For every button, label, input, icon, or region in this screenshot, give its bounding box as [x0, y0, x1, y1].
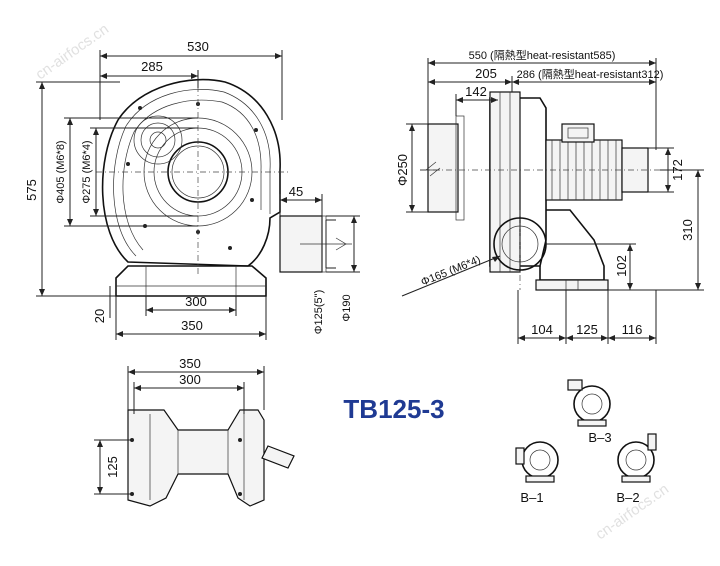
inlet-duct [427, 123, 459, 213]
base-view: 350 300 125 [94, 356, 295, 507]
dim-base-view-depth: 125 [105, 456, 120, 478]
dim-length-inlet: 142 [465, 84, 487, 99]
bolt-holes [126, 102, 258, 250]
orientation-b2: B–2 [616, 433, 657, 505]
dim-base-view-inner: 300 [179, 372, 201, 387]
dim-base-left: 104 [531, 322, 553, 337]
dim-outlet-length: 45 [289, 184, 303, 199]
dim-height-overall: 575 [24, 179, 39, 201]
dim-axis-height: 310 [680, 219, 695, 241]
model-title: TB125-3 [343, 394, 444, 424]
orientation-b3: B–3 [567, 379, 612, 445]
dim-base-view-width: 350 [179, 356, 201, 371]
orientation-label-b1: B–1 [520, 490, 543, 505]
volute-inner-outline [113, 89, 271, 257]
front-view: 530 285 575 Φ405 (M6*8) Φ275 (M6*4) 45 [24, 39, 360, 340]
dim-width-inlet: 285 [141, 59, 163, 74]
side-base [539, 209, 605, 281]
dim-base-width: 300 [185, 294, 207, 309]
side-view: 550 (隔熱型heat-resistant585) 205 286 (隔熱型h… [395, 48, 704, 344]
dim-inlet-dia: Φ250 [395, 154, 410, 186]
dim-base-height: 20 [92, 309, 107, 323]
dim-outlet-dia: Φ125(5") [313, 290, 325, 334]
base-frame [127, 409, 265, 507]
orientation-label-b2: B–2 [616, 490, 639, 505]
dim-width-overall: 530 [187, 39, 209, 54]
orientation-b1: B–1 [515, 441, 559, 505]
terminal-box [561, 123, 595, 143]
dim-outlet-flange-side: Φ165 (M6*4) [419, 254, 482, 289]
dim-length-front: 205 [475, 66, 497, 81]
motor-cover-circle [133, 115, 183, 165]
dim-flange-outer: Φ405 (M6*8) [55, 140, 67, 203]
base-bracket [261, 445, 295, 469]
front-base [115, 265, 267, 297]
casing-front-plate [489, 91, 521, 273]
dim-base-mid: 125 [576, 322, 598, 337]
dim-outlet-height: 102 [614, 255, 629, 277]
dim-base-span: 350 [181, 318, 203, 333]
volute-outline [101, 78, 281, 267]
dim-outlet-flange: Φ190 [341, 294, 353, 321]
dim-length-total: 550 (隔熱型heat-resistant585) [469, 48, 616, 62]
orientation-label-b3: B–3 [588, 430, 611, 445]
dim-length-motor: 286 (隔熱型heat-resistant312) [517, 67, 664, 81]
dim-flange-inner: Φ275 (M6*4) [81, 140, 93, 203]
dim-base-right: 116 [622, 322, 643, 337]
